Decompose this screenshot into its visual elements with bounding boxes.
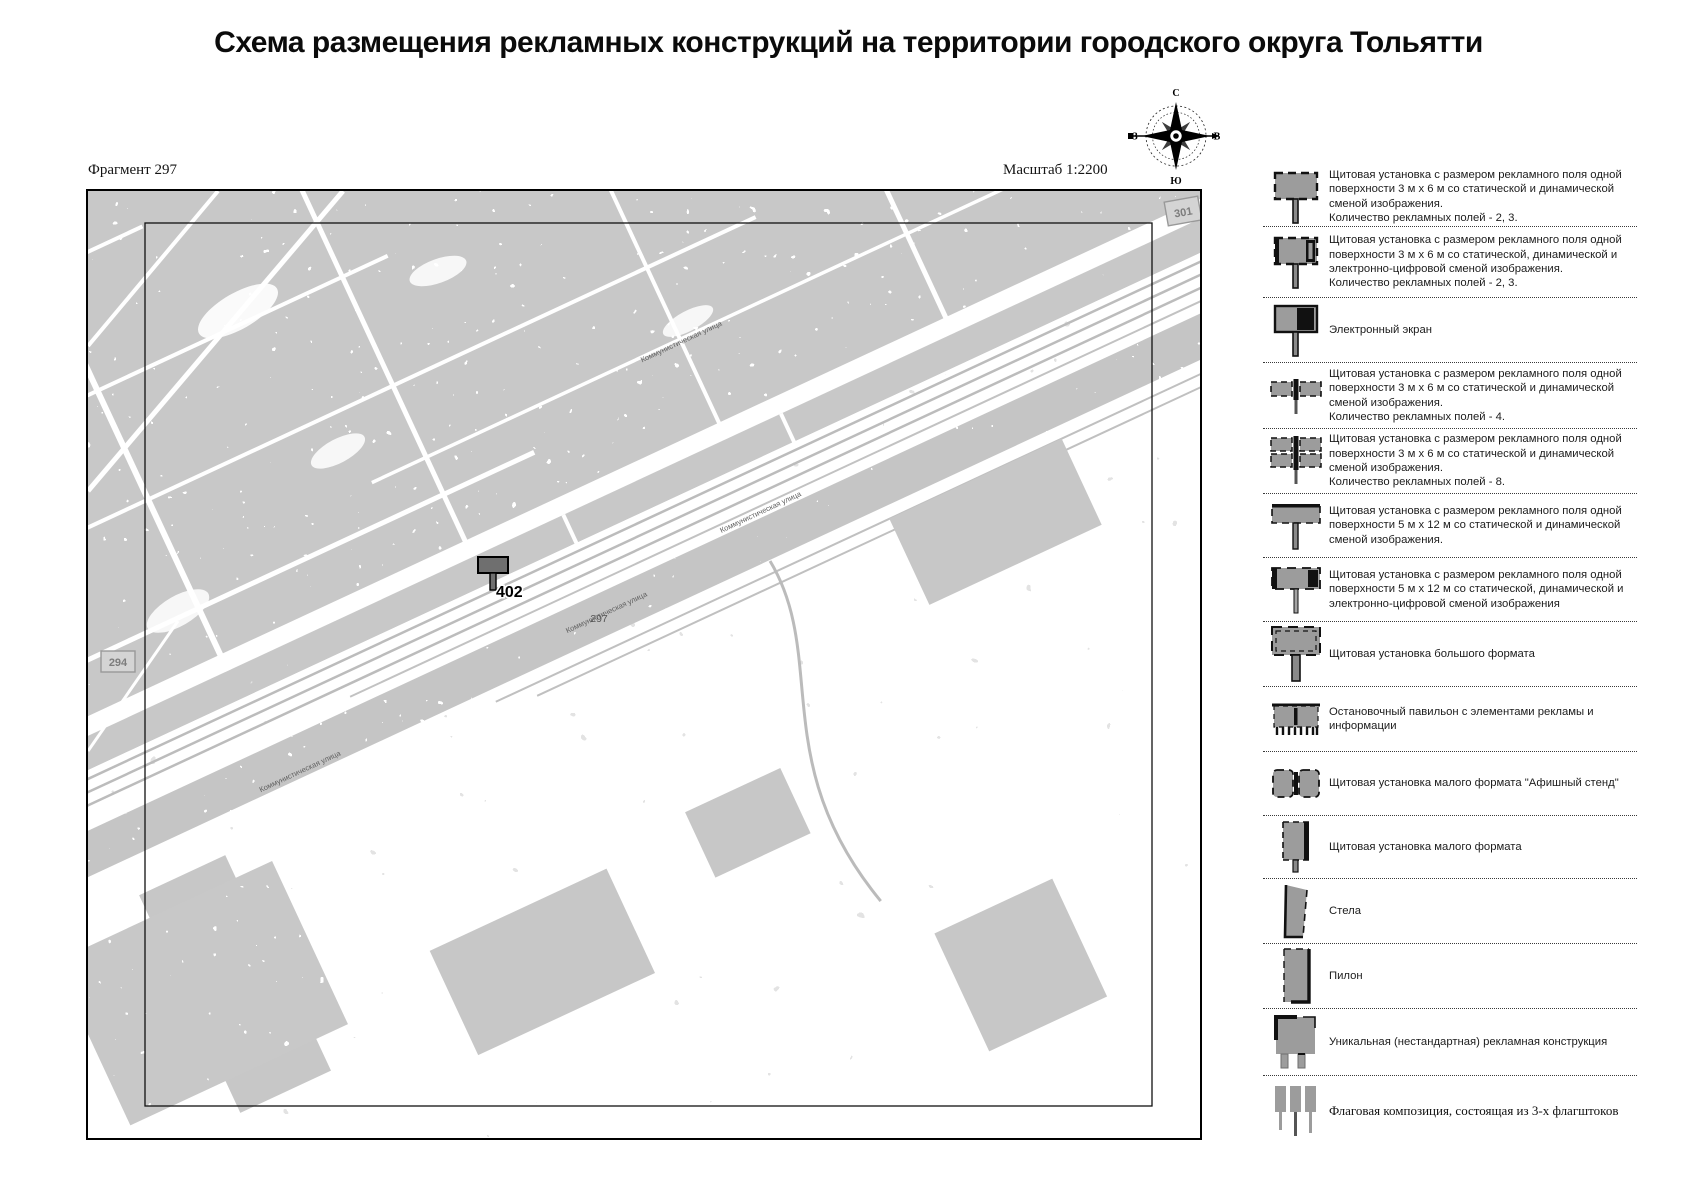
electronic-screen-icon [1263,303,1329,357]
fragment-297-label: 297 [590,613,608,625]
large-format-billboard-icon [1263,625,1329,683]
legend-item-label: Щитовая установка малого формата [1329,840,1522,853]
marker-402: 402 [477,556,524,603]
legend-item: Остановочный павильон с элементами рекла… [1263,687,1637,752]
compass-west-label: З [1132,132,1137,143]
legend-item-label: Щитовая установка с размером рекламного … [1329,367,1622,423]
legend-item: Стела [1263,879,1637,944]
legend-item: Щитовая установка с размером рекламного … [1263,429,1637,494]
legend-item: Электронный экран [1263,298,1637,363]
legend-item: Пилон [1263,944,1637,1009]
compass-rose-icon: С Ю З В [1128,88,1221,187]
billboard-5x12-icon [1263,500,1329,552]
legend-item: Щитовая установка с размером рекламного … [1263,227,1637,298]
legend-item-label: Электронный экран [1329,323,1432,336]
legend-item: Щитовая установка с размером рекламного … [1263,558,1637,622]
billboard-3x6-icon [1263,170,1329,224]
legend-item: Щитовая установка с размером рекламного … [1263,167,1637,227]
legend-item-label: Флаговая композиция, состоящая из 3-х фл… [1329,1102,1619,1118]
legend-item-label: Щитовая установка с размером рекламного … [1329,168,1622,224]
fragment-boundary-frame [144,222,1153,1107]
legend-item: Щитовая установка с размером рекламного … [1263,363,1637,429]
compass-south-label: Ю [1170,176,1181,187]
legend-item-label: Щитовая установка малого формата "Афишны… [1329,777,1619,790]
billboard-3x6-8fields-icon [1263,435,1329,487]
pylon-icon [1263,947,1329,1005]
marker-402-label: 402 [496,584,523,601]
compass-rose: С Ю З В [1126,84,1226,194]
map-fragment-297: Коммунистическая улица Коммунистическая … [86,189,1202,1140]
compass-north-label: С [1172,88,1179,99]
map-canvas: Коммунистическая улица Коммунистическая … [88,191,1200,1138]
legend-item: Флаговая композиция, состоящая из 3-х фл… [1263,1076,1637,1145]
billboard-3x6-4fields-icon [1263,374,1329,418]
compass-east-label: В [1214,132,1221,143]
billboard-3x6-digital-icon [1263,235,1329,289]
legend-item: Щитовая установка с размером рекламного … [1263,494,1637,558]
small-format-billboard-icon [1263,820,1329,874]
stela-icon [1263,883,1329,939]
legend-item: Щитовая установка малого формата [1263,816,1637,879]
legend-item: Щитовая установка малого формата "Афишны… [1263,752,1637,816]
fragment-label: Фрагмент 297 [88,162,177,178]
legend-item-label: Уникальная (нестандартная) рекламная кон… [1329,1035,1608,1048]
svg-text:294: 294 [109,657,128,669]
legend-item: Щитовая установка большого формата [1263,622,1637,687]
legend-item-label: Стела [1329,904,1361,917]
unique-construction-icon [1263,1014,1329,1070]
fragment-294-label: 294 [100,650,136,673]
legend-item-label: Щитовая установка с размером рекламного … [1329,568,1624,610]
flag-composition-icon [1263,1084,1329,1138]
legend: Щитовая установка с размером рекламного … [1263,167,1637,1145]
bus-shelter-icon [1263,701,1329,737]
poster-stand-icon [1263,766,1329,802]
legend-item-label: Пилон [1329,969,1363,982]
legend-item-label: Щитовая установка большого формата [1329,647,1535,660]
legend-item-label: Щитовая установка с размером рекламного … [1329,504,1622,546]
svg-text:301: 301 [1173,205,1193,220]
legend-item-label: Щитовая установка с размером рекламного … [1329,433,1622,489]
billboard-5x12-digital-icon [1263,564,1329,616]
legend-item: Уникальная (нестандартная) рекламная кон… [1263,1009,1637,1076]
scale-label: Масштаб 1:2200 [1003,162,1108,178]
page-title: Схема размещения рекламных конструкций н… [214,26,1483,59]
fragment-301-label: 301 [1163,195,1200,227]
legend-item-label: Щитовая установка с размером рекламного … [1329,234,1622,290]
legend-item-label: Остановочный павильон с элементами рекла… [1329,705,1594,732]
